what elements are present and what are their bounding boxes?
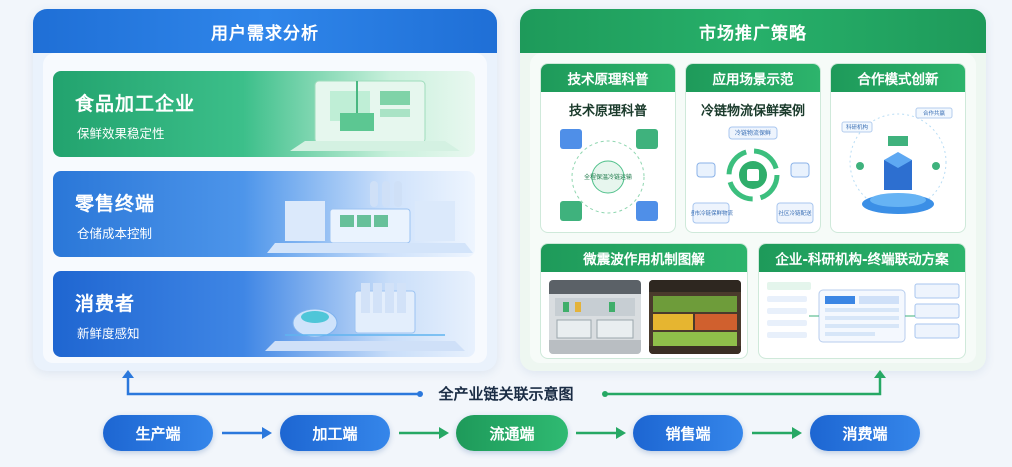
market-strategy-panel: 市场推广策略 技术原理科普 技术原理科普 全程保温冷链运输 应用场景示范 冷链物… <box>520 9 986 371</box>
market-strategy-title: 市场推广策略 <box>520 9 986 53</box>
tech-diagram-illustration: 全程保温冷链运输 <box>560 129 658 221</box>
supermarket-photo <box>549 280 641 354</box>
linkage-diagram-illustration <box>767 282 960 343</box>
storage-illustration <box>265 283 465 351</box>
arrow-right-icon <box>399 427 449 439</box>
market-strategy-body: 技术原理科普 技术原理科普 全程保温冷链运输 应用场景示范 冷链物流保鲜案例 冷… <box>530 53 976 363</box>
user-needs-panel: 用户需求分析 食品加工企业 保鲜效果稳定性 <box>33 9 497 371</box>
arrow-right-icon <box>576 427 626 439</box>
strategy-card-title: 技术原理科普 <box>541 64 675 92</box>
strategy-card-tech-science[interactable]: 技术原理科普 技术原理科普 全程保温冷链运输 <box>540 63 676 233</box>
user-needs-body: 食品加工企业 保鲜效果稳定性 零售终端 仓储成本控制 <box>43 53 487 363</box>
need-card-food-processing[interactable]: 食品加工企业 保鲜效果稳定性 <box>53 71 475 157</box>
need-card-consumer[interactable]: 消费者 新鲜度感知 <box>53 271 475 357</box>
scenario-left-label: 超市冷链保鲜物流 <box>691 209 733 217</box>
chain-title: 全产业链关联示意图 <box>438 385 574 403</box>
produce-photo <box>649 280 741 354</box>
arrow-right-icon <box>222 427 272 439</box>
cooperation-left-label: 科研机构 <box>846 123 869 131</box>
strategy-card-caption: 冷链物流保鲜案例 <box>700 104 805 119</box>
scenario-top-label: 冷链物流保鲜 <box>735 129 771 137</box>
chain-node-production[interactable]: 生产端 <box>103 415 213 451</box>
need-card-title: 消费者 <box>75 293 136 315</box>
scenario-right-label: 社区冷链配送 <box>778 209 812 217</box>
chain-node-processing[interactable]: 加工端 <box>280 415 390 451</box>
factory-illustration <box>290 80 460 151</box>
need-card-retail[interactable]: 零售终端 仓储成本控制 <box>53 171 475 257</box>
need-card-title: 食品加工企业 <box>75 93 196 115</box>
strategy-card-caption: 技术原理科普 <box>568 104 647 119</box>
chain-node-consumption[interactable]: 消费端 <box>810 415 920 451</box>
tech-center-label: 全程保温冷链运输 <box>584 173 632 181</box>
scenario-cycle-illustration: 冷链物流保鲜 超市冷链保鲜物流 社区冷链配送 <box>691 126 814 224</box>
strategy-card-scenario-demo[interactable]: 应用场景示范 冷链物流保鲜案例 冷链物流保鲜 超市冷链保鲜物流 社区冷链配送 <box>685 63 821 233</box>
strategy-card-title: 应用场景示范 <box>686 64 820 92</box>
cooperation-illustration: 合作共赢 科研机构 <box>841 107 953 214</box>
cooperation-top-label: 合作共赢 <box>923 109 946 117</box>
need-card-title: 零售终端 <box>75 193 156 215</box>
strategy-card-linkage[interactable]: 企业-科研机构-终端联动方案 <box>758 243 966 359</box>
chain-connector <box>122 370 886 397</box>
need-card-subtitle: 保鲜效果稳定性 <box>77 126 165 141</box>
need-card-subtitle: 新鲜度感知 <box>77 326 140 341</box>
need-card-subtitle: 仓储成本控制 <box>77 226 153 241</box>
strategy-card-cooperation[interactable]: 合作模式创新 合作共赢 科研机构 <box>830 63 966 233</box>
strategy-card-title: 企业-科研机构-终端联动方案 <box>759 244 965 272</box>
user-needs-title: 用户需求分析 <box>33 9 497 53</box>
chain-node-sales[interactable]: 销售端 <box>633 415 743 451</box>
arrow-right-icon <box>752 427 802 439</box>
strategy-card-mechanism[interactable]: 微震波作用机制图解 <box>540 243 748 359</box>
strategy-card-title: 合作模式创新 <box>831 64 965 92</box>
warehouse-illustration <box>267 181 473 253</box>
chain-node-circulation[interactable]: 流通端 <box>456 415 568 451</box>
strategy-card-title: 微震波作用机制图解 <box>541 244 747 272</box>
